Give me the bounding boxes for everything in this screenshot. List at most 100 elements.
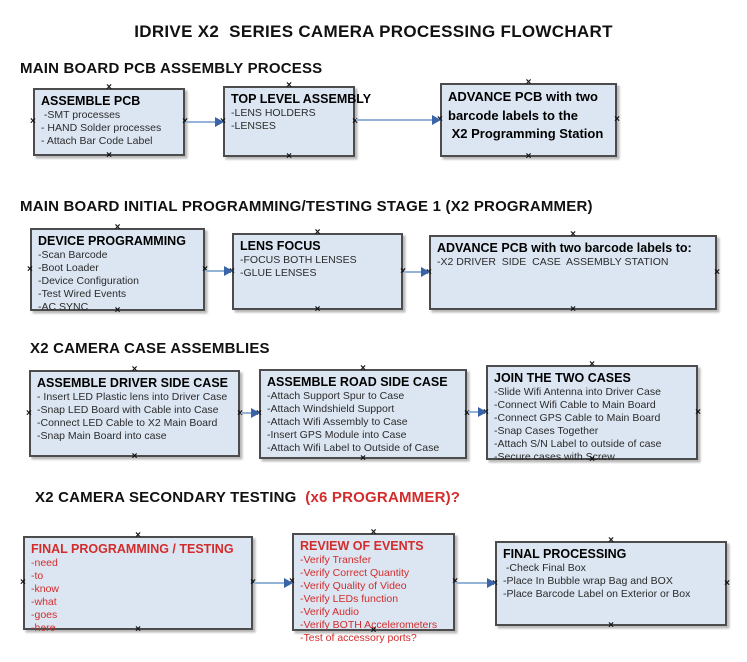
box-item-line: -Check Final Box: [503, 562, 586, 574]
process-box[interactable]: LENS FOCUS-FOCUS BOTH LENSES-GLUE LENSES…: [229, 228, 406, 315]
arrow-shaft: [404, 271, 423, 273]
arrow-shaft: [468, 411, 480, 413]
anchor-marker-icon: ×: [714, 266, 720, 278]
box-item-line: -Insert GPS Module into Case: [267, 429, 407, 441]
box-item-line: -need: [31, 557, 58, 569]
box-item-line: - Insert LED Plastic lens into Driver Ca…: [37, 391, 228, 403]
box-item-line: -Attach Wifi Label to Outside of Case: [267, 442, 440, 454]
box-item-line: -Place Barcode Label on Exterior or Box: [503, 588, 691, 600]
process-box[interactable]: REVIEW OF EVENTS-Verify Transfer-Verify …: [289, 528, 458, 645]
arrow-head-icon: [284, 578, 293, 588]
box-title-line: ADVANCE PCB with two barcode labels to:: [437, 241, 692, 255]
box-item-line: -Test Wired Events: [38, 288, 127, 300]
arrow-head-icon: [432, 115, 441, 125]
arrow-head-icon: [215, 117, 224, 127]
box-item-line: -AC SYNC: [38, 301, 89, 313]
box-item-line: -Scan Barcode: [38, 249, 108, 261]
process-box[interactable]: FINAL PROCESSING -Check Final Box -Place …: [492, 536, 730, 631]
arrow-shaft: [456, 582, 489, 584]
section-heading: X2 CAMERA SECONDARY TESTING (x6 PROGRAMM…: [35, 489, 460, 506]
box-item-line: -to: [31, 570, 44, 582]
anchor-marker-icon: ×: [286, 151, 292, 162]
anchor-marker-icon: ×: [20, 577, 26, 588]
section-heading: MAIN BOARD INITIAL PROGRAMMING/TESTING S…: [20, 198, 593, 215]
arrow-shaft: [241, 412, 253, 414]
anchor-marker-icon: ×: [608, 535, 614, 546]
anchor-marker-icon: ×: [26, 407, 32, 419]
box-title-line: ASSEMBLE PCB: [41, 94, 141, 108]
box-item-line: -FOCUS BOTH LENSES: [240, 254, 357, 266]
box-item-line: -LENSES: [231, 120, 276, 132]
anchor-marker-icon: ×: [589, 359, 595, 370]
anchor-marker-icon: ×: [106, 150, 112, 161]
box-item-line: -Verify BOTH Accelerometers: [300, 619, 438, 631]
anchor-marker-icon: ×: [114, 222, 121, 233]
anchor-marker-icon: ×: [27, 263, 33, 275]
anchor-marker-icon: ×: [525, 77, 532, 88]
box-item-line: -Connect Wifi Cable to Main Board: [494, 399, 656, 411]
section-heading: X2 CAMERA CASE ASSEMBLIES: [30, 340, 270, 357]
anchor-marker-icon: ×: [570, 229, 576, 240]
box-title-line: REVIEW OF EVENTS: [300, 539, 424, 553]
process-box[interactable]: JOIN THE TWO CASES-Slide Wifi Antenna in…: [483, 360, 701, 465]
anchor-marker-icon: ×: [360, 363, 366, 374]
box-item-line: -Attach S/N Label to outside of case: [494, 438, 662, 450]
box-item-line: -here: [31, 622, 56, 634]
box-item-line: -what: [31, 596, 57, 608]
arrow-shaft: [254, 582, 286, 584]
arrow-head-icon: [487, 578, 496, 588]
box-item-line: -know: [31, 583, 60, 595]
anchor-marker-icon: ×: [314, 227, 321, 238]
box-title-line: ADVANCE PCB with two: [448, 89, 598, 104]
box-title-line: FINAL PROGRAMMING / TESTING: [31, 542, 234, 556]
arrow-head-icon: [421, 267, 430, 277]
process-box[interactable]: TOP LEVEL ASSEMBLY-LENS HOLDERS-LENSES××…: [220, 81, 371, 162]
flowchart-title: IDRIVE X2 SERIES CAMERA PROCESSING FLOWC…: [134, 22, 613, 41]
box-item-line: -Verify Audio: [300, 606, 359, 618]
box-item-line: -GLUE LENSES: [240, 267, 317, 279]
process-box[interactable]: ASSEMBLE ROAD SIDE CASE-Attach Support S…: [256, 364, 470, 464]
box-item-line: -Connect LED Cable to X2 Main Board: [37, 417, 218, 429]
box-item-line: -Snap LED Board with Cable into Case: [37, 404, 219, 416]
anchor-marker-icon: ×: [131, 364, 138, 375]
box-title-line: DEVICE PROGRAMMING: [38, 234, 186, 248]
section-heading-text: X2 CAMERA CASE ASSEMBLIES: [30, 340, 270, 357]
anchor-marker-icon: ×: [314, 304, 321, 315]
anchor-marker-icon: ×: [30, 116, 36, 127]
section-heading-text: MAIN BOARD INITIAL PROGRAMMING/TESTING S…: [20, 198, 593, 215]
box-title-line: FINAL PROCESSING: [503, 547, 627, 561]
process-box[interactable]: ADVANCE PCB with two barcode labels to:-…: [426, 230, 720, 315]
box-title-line: ASSEMBLE DRIVER SIDE CASE: [37, 376, 229, 390]
box-item-line: -Verify LEDs function: [300, 593, 399, 605]
box-item-line: -Secure cases with Screw: [494, 451, 615, 463]
box-item-line: -Attach Support Spur to Case: [267, 390, 405, 402]
box-item-line: -LENS HOLDERS: [231, 107, 316, 119]
arrow-head-icon: [251, 408, 260, 418]
process-box[interactable]: ASSEMBLE DRIVER SIDE CASE- Insert LED Pl…: [26, 365, 243, 462]
box-item-line: -Device Configuration: [38, 275, 139, 287]
box-item-line: -Verify Correct Quantity: [300, 567, 410, 579]
process-box[interactable]: FINAL PROGRAMMING / TESTING-need-to-know…: [20, 531, 256, 635]
box-item-line: -Attach Wifi Assembly to Case: [267, 416, 408, 428]
box-item-line: -Connect GPS Cable to Main Board: [494, 412, 661, 424]
box-item-line: -Verify Transfer: [300, 554, 372, 566]
box-item-line: -Test of accessory ports?: [300, 632, 417, 644]
anchor-marker-icon: ×: [724, 577, 730, 589]
box-item-line: - Attach Bar Code Label: [41, 135, 153, 147]
section-heading-red-text: (x6 PROGRAMMER)?: [300, 489, 461, 506]
anchor-marker-icon: ×: [695, 406, 701, 418]
section-heading-text: MAIN BOARD PCB ASSEMBLY PROCESS: [20, 60, 323, 77]
box-item-line: -Boot Loader: [38, 262, 99, 274]
box-item-line: -Snap Cases Together: [494, 425, 599, 437]
anchor-marker-icon: ×: [608, 620, 614, 631]
box-title-line: LENS FOCUS: [240, 239, 321, 253]
section-heading: MAIN BOARD PCB ASSEMBLY PROCESS: [20, 60, 322, 77]
anchor-marker-icon: ×: [131, 451, 138, 462]
anchor-marker-icon: ×: [370, 527, 377, 538]
process-box[interactable]: DEVICE PROGRAMMING-Scan Barcode-Boot Loa…: [27, 223, 208, 316]
process-box[interactable]: ASSEMBLE PCB -SMT processes- HAND Solder…: [30, 83, 188, 161]
anchor-marker-icon: ×: [525, 151, 532, 162]
arrow-shaft: [206, 270, 226, 272]
box-title-line: X2 Programming Station: [448, 126, 604, 141]
